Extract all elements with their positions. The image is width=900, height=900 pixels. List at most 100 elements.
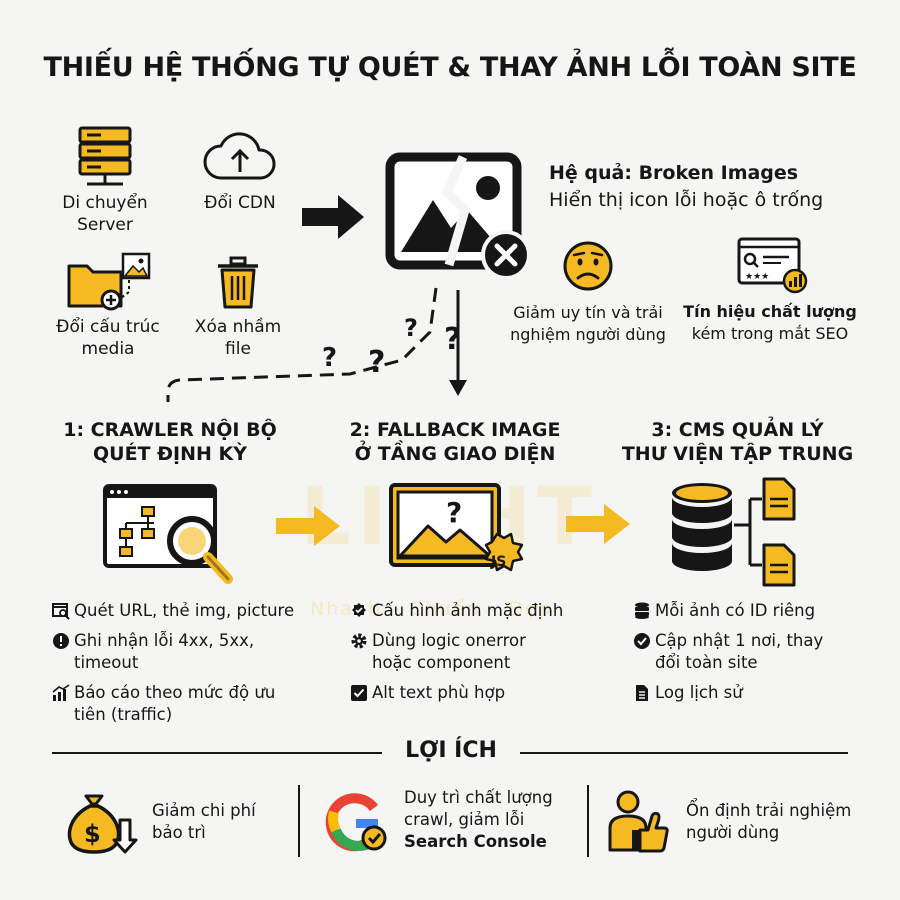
bullet-text: tiên (traffic) [74,705,173,724]
question-mark: ? [444,322,462,357]
solution-title-line2: Ở TẦNG GIAO DIỆN [354,443,556,465]
js-badge-text: JS [490,554,506,570]
cause-label-line2: media [81,339,135,359]
benefit-line1: Giảm chi phí [152,801,256,820]
scan-icon [52,602,74,620]
database-docs-icon [672,477,796,587]
benefits-heading: LỢI ÍCH [405,738,497,763]
bullet-text: Mỗi ảnh có ID riêng [655,601,816,620]
alert-icon [52,632,74,650]
divider [52,752,382,754]
svg-text:★★★: ★★★ [745,272,769,282]
watermark-slogan: Nhanh – Chuẩn – Đẹp [310,598,553,620]
bullet-text: Dùng logic onerror [372,631,526,650]
divider [587,785,589,857]
question-mark: ? [322,343,338,373]
solution-title-line1: 3: CMS QUẢN LÝ [651,419,824,441]
crawler-search-icon [103,484,233,584]
solution-title-line2: THƯ VIỆN TẬP TRUNG [621,443,854,465]
consequence-subheading: Hiển thị icon lỗi hoặc ô trống [549,189,824,211]
benefit-3-text: Ổn định trải nghiệm người dùng [686,800,851,844]
money-bag-down-icon: $ [67,794,138,854]
question-mark: ? [368,345,386,380]
list-item: Log lịch sử [633,682,873,704]
question-mark: ? [404,314,418,342]
server-icon [78,126,132,186]
bullet-text: Cập nhật 1 nơi, thay [655,631,824,650]
cloud-upload-icon [203,132,276,180]
solution-title-line2: QUÉT ĐỊNH KỲ [92,443,248,465]
database-icon [633,602,655,620]
effect-seo: ★★★ Tín hiệu chất lượng kém trong mắt SE… [680,237,860,345]
bullet-text: Alt text phù hợp [372,683,506,702]
list-item: Mỗi ảnh có ID riêng [633,600,873,622]
arrow-right-icon [566,504,630,544]
bullet-text: Cấu hình ảnh mặc định [372,601,564,620]
effect-line2: nghiệm người dùng [510,325,666,344]
cause-label-line1: Xóa nhầm [194,317,282,337]
bullet-text: Ghi nhận lỗi 4xx, 5xx, timeout [74,631,255,672]
trash-icon [218,256,258,309]
solution-1-title: 1: CRAWLER NỘI BỘ QUÉT ĐỊNH KỲ [40,418,300,466]
seo-report-icon: ★★★ [737,237,808,294]
list-item: Báo cáo theo mức độ ưu tiên (traffic) [52,682,297,726]
list-item: Ghi nhận lỗi 4xx, 5xx, timeout [52,630,297,674]
cause-label-line2: Server [77,215,133,235]
arrow-right-icon [302,195,364,239]
bullet-text: Báo cáo theo mức độ ưu [74,683,276,702]
consequence-heading: Hệ quả: Broken Images [549,162,799,184]
list-item: Cập nhật 1 nơi, thay đổi toàn site [633,630,873,674]
divider [520,752,848,754]
list-item: Dùng logic onerror hoặc component [350,630,590,674]
benefit-line2: crawl, giảm lỗi [404,810,525,829]
solution-1-bullets: Quét URL, thẻ img, picture Ghi nhận lỗi … [52,600,297,726]
broken-image-icon [385,152,531,280]
effect-line1: Tín hiệu chất lượng [683,302,857,321]
list-item: Quét URL, thẻ img, picture [52,600,297,622]
sad-face-icon [563,241,613,291]
bullet-text: đổi toàn site [655,653,758,672]
solution-2-title: 2: FALLBACK IMAGE Ở TẦNG GIAO DIỆN [320,418,590,466]
cause-cdn: Đổi CDN [190,132,290,214]
checkbox-icon [350,684,372,702]
solution-3-bullets: Mỗi ảnh có ID riêng Cập nhật 1 nơi, thay… [633,600,873,704]
gear-icon [350,632,372,650]
bullet-text: Log lịch sử [655,683,743,702]
svg-text:$: $ [84,820,101,848]
benefit-1-text: Giảm chi phí bảo trì [152,800,256,844]
document-icon [633,684,655,702]
list-item: Cấu hình ảnh mặc định [350,600,590,622]
effect-line1: Giảm uy tín và trải [513,303,663,322]
cause-label-line1: Đổi CDN [204,193,276,213]
bar-chart-icon [52,684,74,702]
benefit-line2: người dùng [686,823,780,842]
solution-title-line1: 1: CRAWLER NỘI BỘ [63,419,277,441]
benefit-2-text: Duy trì chất lượng crawl, giảm lỗi Searc… [404,787,553,853]
check-circle-icon [633,632,655,650]
bullet-text: Quét URL, thẻ img, picture [74,601,295,620]
arrow-right-icon [276,506,340,546]
fallback-image-js-icon: ? JS [389,483,524,572]
bullet-text: hoặc component [372,653,511,672]
solution-title-line1: 2: FALLBACK IMAGE [349,419,561,441]
list-item: Alt text phù hợp [350,682,590,704]
benefit-line2: bảo trì [152,823,206,842]
benefit-line1: Ổn định trải nghiệm [686,801,852,820]
cause-server: Di chuyển Server [55,126,155,236]
benefit-line3: Search Console [404,832,547,851]
google-check-icon [325,793,387,852]
divider [298,785,300,857]
solution-3-title: 3: CMS QUẢN LÝ THƯ VIỆN TẬP TRUNG [605,418,870,466]
page-title: THIẾU HỆ THỐNG TỰ QUÉT & THAY ẢNH LỖI TO… [43,52,857,83]
verified-badge-icon [350,602,372,620]
solution-2-bullets: Cấu hình ảnh mặc định Dùng logic onerror… [350,600,590,704]
benefit-line1: Duy trì chất lượng [404,788,553,807]
cause-delete: Xóa nhầm file [188,256,288,360]
cause-structure: Đổi cấu trúc media [48,252,168,360]
cause-label-line1: Di chuyển [62,193,148,213]
svg-text:?: ? [446,496,462,529]
cause-label-line1: Đổi cấu trúc [56,317,160,337]
effect-line2: kém trong mắt SEO [691,324,849,343]
folder-image-icon [67,252,151,311]
